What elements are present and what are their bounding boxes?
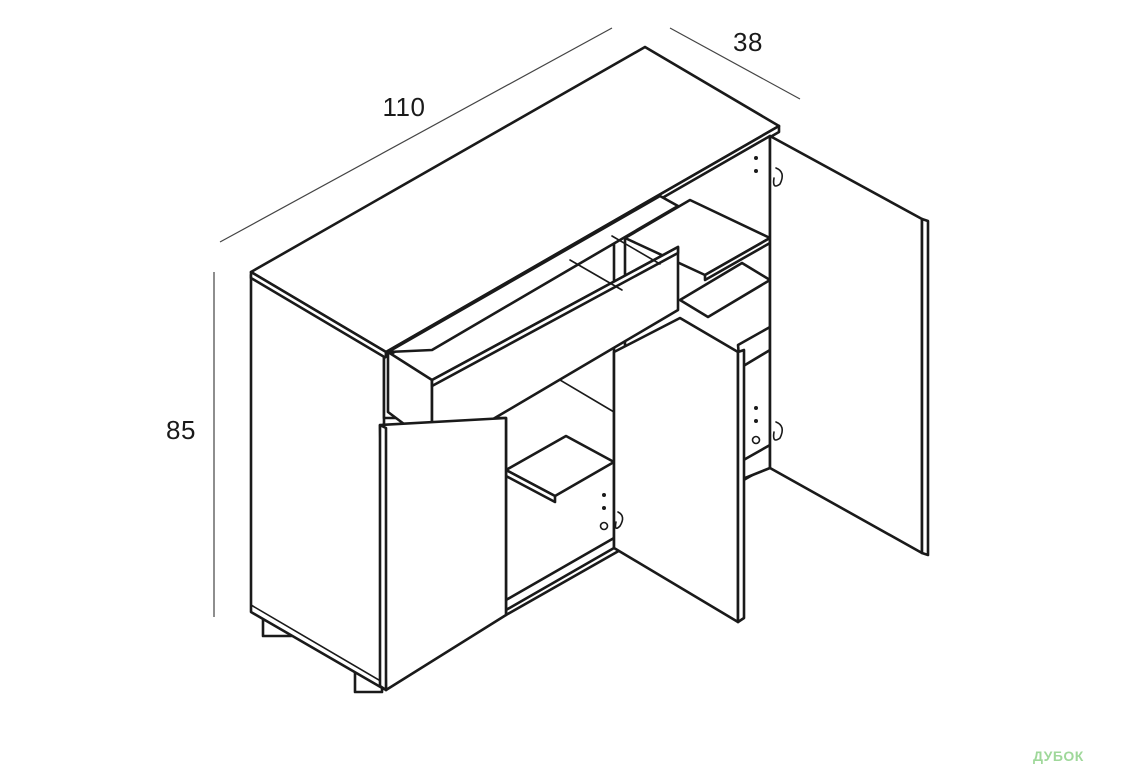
left-door-edge — [378, 423, 388, 692]
width-dimension-line — [219, 27, 613, 243]
right-door-panel — [768, 134, 924, 555]
hinge-hole — [754, 406, 758, 410]
hinge-hole — [754, 419, 758, 423]
hinge-hole — [754, 156, 758, 160]
right-door — [751, 134, 930, 557]
hinge-screw — [599, 521, 609, 531]
dimension-lines — [213, 27, 801, 617]
height-label: 85 — [166, 415, 196, 445]
hinge-hole — [602, 493, 606, 497]
hinge-icon — [772, 421, 784, 441]
hinge-hole — [602, 506, 606, 510]
center-door-edge — [736, 348, 746, 624]
drawer-inner-edge-1 — [569, 259, 623, 291]
right-door-edge — [920, 217, 930, 557]
hinge-screw — [751, 435, 761, 445]
center-door-panel — [612, 316, 740, 624]
center-shelf-back-edge — [559, 379, 615, 413]
left-door — [378, 416, 508, 692]
hinge-icon — [772, 167, 784, 187]
center-door — [599, 316, 746, 624]
drawer-inner-edge-2 — [611, 235, 661, 265]
hinge-icon — [614, 511, 624, 530]
width-label: 110 — [383, 92, 426, 122]
depth-dimension-line — [669, 27, 801, 100]
drawer — [386, 194, 680, 457]
hinge-hole — [754, 169, 758, 173]
dimension-labels: 110 38 85 — [166, 27, 763, 445]
brand-watermark: ДУБОК — [1033, 748, 1084, 764]
drawer-top-rim — [386, 194, 680, 354]
depth-label: 38 — [733, 27, 763, 57]
side-bottom-edge — [250, 604, 385, 684]
drawer-front-top-edge — [430, 245, 680, 388]
brand-logo: ДУБОК — [1033, 748, 1084, 764]
left-door-panel — [378, 416, 508, 692]
